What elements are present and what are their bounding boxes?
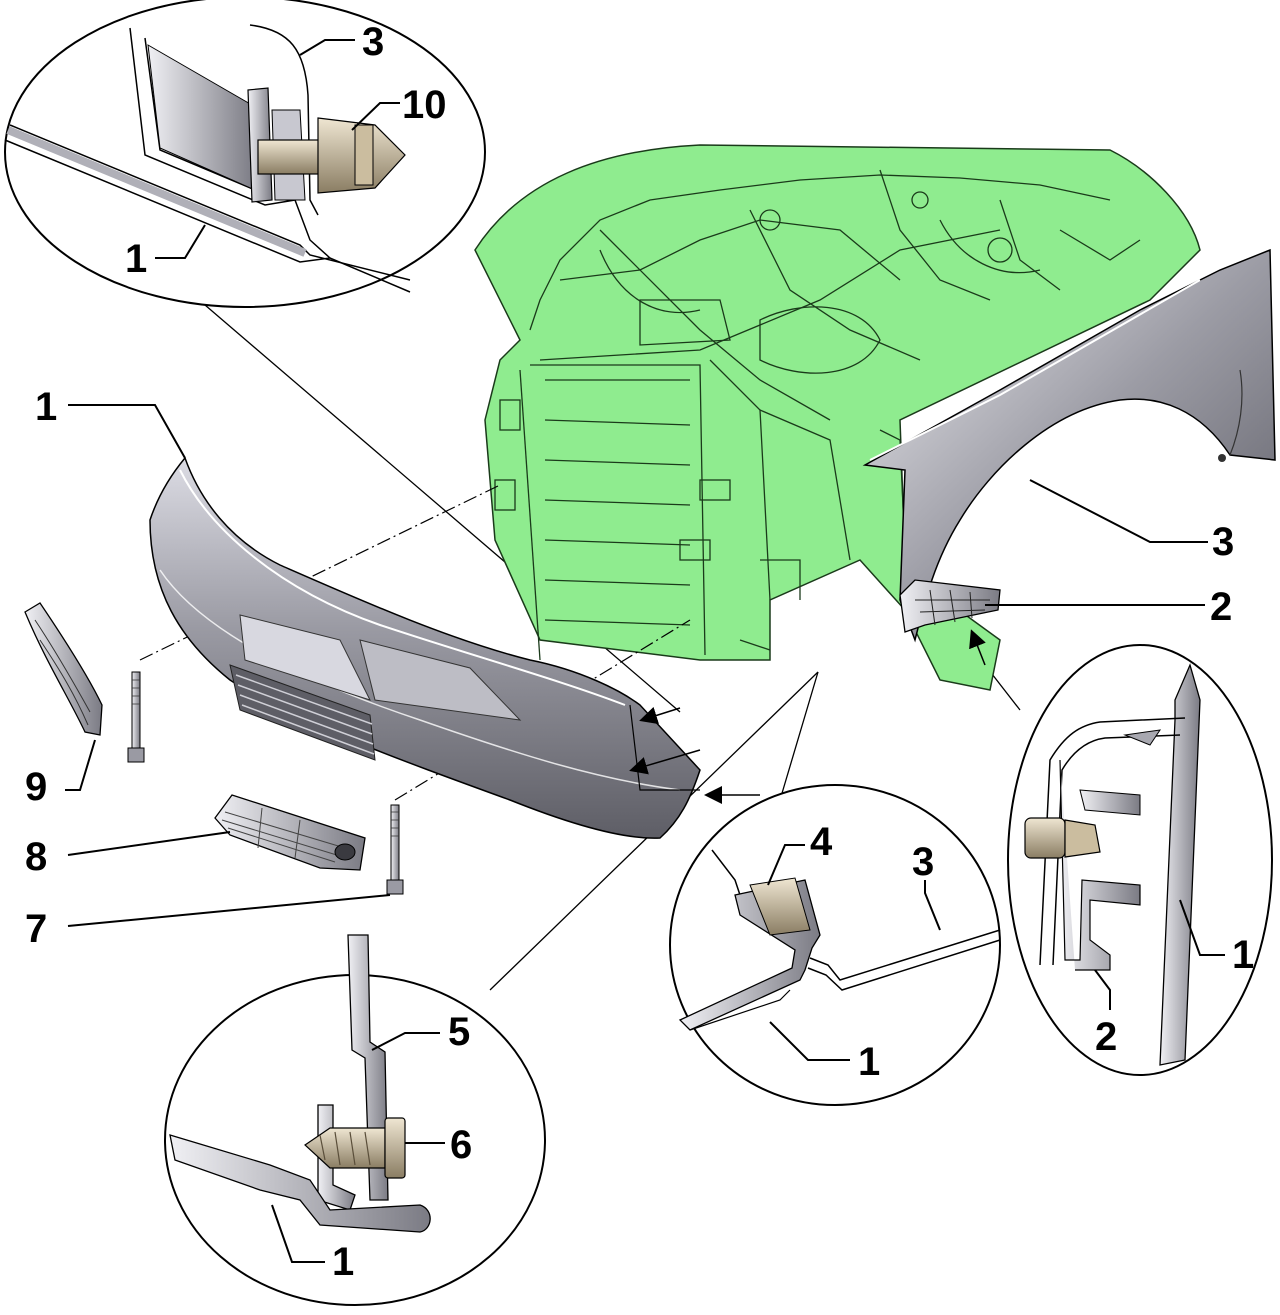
callout-bottom-left-screw: 6 xyxy=(450,1123,472,1167)
fender-bracket xyxy=(899,579,1001,633)
callout-bottom-middle-bumper: 1 xyxy=(858,1040,880,1084)
long-bolt-right xyxy=(386,804,404,895)
callout-bottom-left-bracket: 5 xyxy=(448,1010,470,1054)
callout-grille-insert: 8 xyxy=(25,835,47,879)
bracket-pointer-arrow xyxy=(969,629,986,666)
callout-trim-strip: 9 xyxy=(25,765,47,809)
grille-insert xyxy=(214,794,366,871)
callout-leaders-bottom-left xyxy=(271,1032,445,1263)
callout-bolt: 7 xyxy=(25,907,47,951)
callout-top-left-clip-nut: 10 xyxy=(402,83,447,127)
callout-leaders-right xyxy=(1094,899,1225,1010)
callout-bumper-cover: 1 xyxy=(35,385,57,429)
callout-leaders-main xyxy=(65,404,1208,927)
callout-bottom-left-bumper: 1 xyxy=(332,1240,354,1284)
engine-bay xyxy=(474,144,1201,691)
callout-fender: 3 xyxy=(1212,520,1234,564)
detail-circle-bottom-left xyxy=(164,934,546,1306)
bumper-cover xyxy=(149,456,701,839)
callout-top-left-bumper: 1 xyxy=(125,237,147,281)
callout-right-bumper: 1 xyxy=(1232,933,1254,977)
callout-leaders-bottom-middle xyxy=(767,844,941,1061)
detail-circle-top-left xyxy=(4,0,486,308)
callout-labels: 3 10 1 1 3 2 9 8 7 5 6 1 4 3 1 1 2 xyxy=(25,20,1254,1284)
callout-fender-bracket: 2 xyxy=(1210,585,1232,629)
trim-strip xyxy=(24,602,103,736)
long-bolt-left xyxy=(127,671,145,763)
callout-top-left-fender: 3 xyxy=(362,20,384,64)
callout-bottom-middle-fender: 3 xyxy=(912,840,934,884)
callout-leaders-top-left xyxy=(155,39,400,259)
callout-right-bracket: 2 xyxy=(1095,1015,1117,1059)
detail-circle-right xyxy=(1007,644,1273,1076)
callout-bottom-middle-clip: 4 xyxy=(810,820,833,864)
detail-circle-bottom-middle xyxy=(669,784,1001,1106)
bumper-pointer-arrows xyxy=(629,706,760,804)
